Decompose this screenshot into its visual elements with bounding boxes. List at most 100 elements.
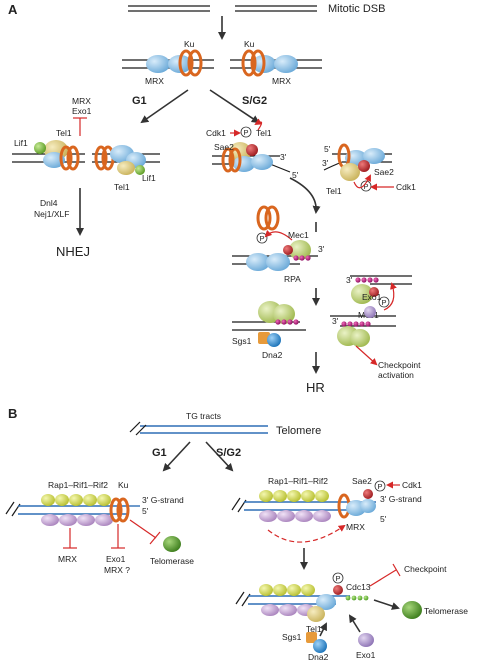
arrow-sgs1-dna2-to-telomere: [319, 622, 327, 637]
g-strand-label-g1: 3' G-strand: [142, 495, 184, 505]
arrow-to-ku-release: [289, 177, 321, 214]
three-prime-2: 3': [322, 158, 329, 168]
panel-b-letter: B: [8, 406, 17, 421]
exo1-label-a: Exo1: [362, 292, 382, 302]
five-prime-2: 5': [324, 144, 331, 154]
mitotic-dsb-label: Mitotic DSB: [328, 3, 385, 15]
rpa-label: RPA: [284, 274, 301, 284]
nhej-label: NHEJ: [56, 244, 90, 259]
nej1-label: Nej1/XLF: [34, 209, 69, 219]
hr-label: HR: [306, 380, 325, 395]
three-prime-1: 3': [280, 152, 287, 162]
cdk1-label-b: Cdk1: [402, 480, 422, 490]
arrow-to-telomerase-b: [373, 599, 400, 610]
phospho-label-2: P: [364, 182, 369, 191]
tel1-phospho-arrow-1: [254, 118, 263, 131]
mec1-rpa-complex-right: [350, 275, 412, 308]
mrx-label-b-sg2: MRX: [346, 522, 365, 532]
phospho-label-b2: P: [336, 574, 341, 583]
checkpoint-activation-arrow: [355, 345, 378, 366]
sgs1-icon-b: [306, 632, 317, 643]
exo1-icon-b: [358, 633, 374, 647]
sgs1-dna2-complex: [232, 301, 306, 347]
three-prime-3: 3': [318, 244, 325, 254]
sgs1-label-b: Sgs1: [282, 632, 302, 642]
tel1-label-b: Tel1: [306, 624, 322, 634]
g1-nhej-complex: [12, 140, 160, 175]
activation-label-a: activation: [378, 370, 414, 380]
dnl4-label: Dnl4: [40, 198, 58, 208]
cdk1-label-2: Cdk1: [396, 182, 416, 192]
sg2-telomere-complex: [231, 480, 386, 522]
arrow-to-g1: [140, 89, 189, 124]
exo1-label-b: Exo1: [356, 650, 376, 660]
rap1-rif-label-sg2: Rap1–Rif1–Rif2: [268, 476, 328, 486]
tg-tracts-label: TG tracts: [186, 411, 221, 421]
phospho-label-3: P: [260, 234, 265, 243]
sg2-sae2-complex-right: [323, 143, 392, 192]
g1-telomere-complex: [5, 494, 140, 526]
dna2-label-a: Dna2: [262, 350, 283, 360]
sae2-label-1: Sae2: [214, 142, 234, 152]
rap1-rif-label-g1: Rap1–Rif1–Rif2: [48, 480, 108, 490]
telomerase-label-g1: Telomerase: [150, 556, 194, 566]
three-prime-5: 3': [332, 316, 339, 326]
ku-label-right: Ku: [244, 39, 255, 49]
mrx-label-right: MRX: [272, 76, 291, 86]
lif1-label-g1-left: Lif1: [14, 138, 28, 148]
tel1-label-sg2-2: Tel1: [326, 186, 342, 196]
cdk1-label-1: Cdk1: [206, 128, 226, 138]
g1-label-a: G1: [132, 95, 147, 107]
sg2-label-b: S/G2: [216, 447, 241, 459]
checkpoint-label-b: Checkpoint: [404, 564, 447, 574]
phospho-label-1: P: [244, 128, 249, 137]
cdc13-label: Cdc13: [346, 582, 371, 592]
sae2-label-2: Sae2: [374, 167, 394, 177]
mec1-arrow-1: [264, 229, 293, 241]
mec1-rpa-complex: [232, 232, 318, 271]
ku-label-b: Ku: [118, 480, 129, 490]
mrx-question-label: MRX ?: [104, 565, 130, 575]
tel1-phospho-arrow-2: [353, 174, 371, 189]
dsb-ku-mrx-complex: [122, 49, 322, 77]
released-ku-ring: [256, 205, 280, 231]
arrow-to-sg2: [209, 89, 260, 124]
checkpoint-inhibition-b: [369, 563, 401, 587]
dna2-icon-b: [313, 639, 327, 653]
mec1-label-1: Mec1: [288, 230, 309, 240]
telomerase-icon-g1: [163, 536, 181, 552]
telomere-overview: [129, 421, 268, 436]
ku-label-left: Ku: [184, 39, 195, 49]
g1-mrx-label: MRX: [72, 96, 91, 106]
tel1-label-g1-right: Tel1: [114, 182, 130, 192]
telomerase-icon-sg2: [402, 601, 422, 619]
phospho-label-b1: P: [378, 482, 383, 491]
five-prime-1: 5': [292, 170, 299, 180]
exo1-label-b-g1: Exo1: [106, 554, 126, 564]
telomere-label: Telomere: [276, 425, 321, 437]
three-prime-4: 3': [346, 275, 353, 285]
g1-inhibitions: [63, 519, 161, 549]
tel1-label-g1-left: Tel1: [56, 128, 72, 138]
arrow-b-to-sg2: [205, 441, 234, 472]
panel-a-letter: A: [8, 2, 18, 17]
g1-label-b: G1: [152, 447, 167, 459]
five-prime-b-sg2: 5': [380, 514, 387, 524]
mrx-label-b-g1: MRX: [58, 554, 77, 564]
telomerase-label-sg2: Telomerase: [424, 606, 468, 616]
five-prime-b-g1: 5': [142, 506, 149, 516]
sae2-label-b: Sae2: [352, 476, 372, 486]
g-strand-label-sg2: 3' G-strand: [380, 494, 422, 504]
mrx-label-left: MRX: [145, 76, 164, 86]
rif-inhibition-dashed: [267, 524, 346, 543]
dna2-label-b: Dna2: [308, 652, 329, 660]
sg2-sae2-complex-left: [212, 126, 291, 173]
checkpoint-label-a: Checkpoint: [378, 360, 421, 370]
mec1-arrow-2: [383, 282, 397, 311]
arrow-exo1-to-telomere: [348, 614, 361, 633]
sg2-label-a: S/G2: [242, 95, 267, 107]
exo1-resection-complex: [330, 306, 396, 347]
phospho-label-4: P: [382, 298, 387, 307]
mitotic-dsb-dna: [128, 5, 317, 12]
